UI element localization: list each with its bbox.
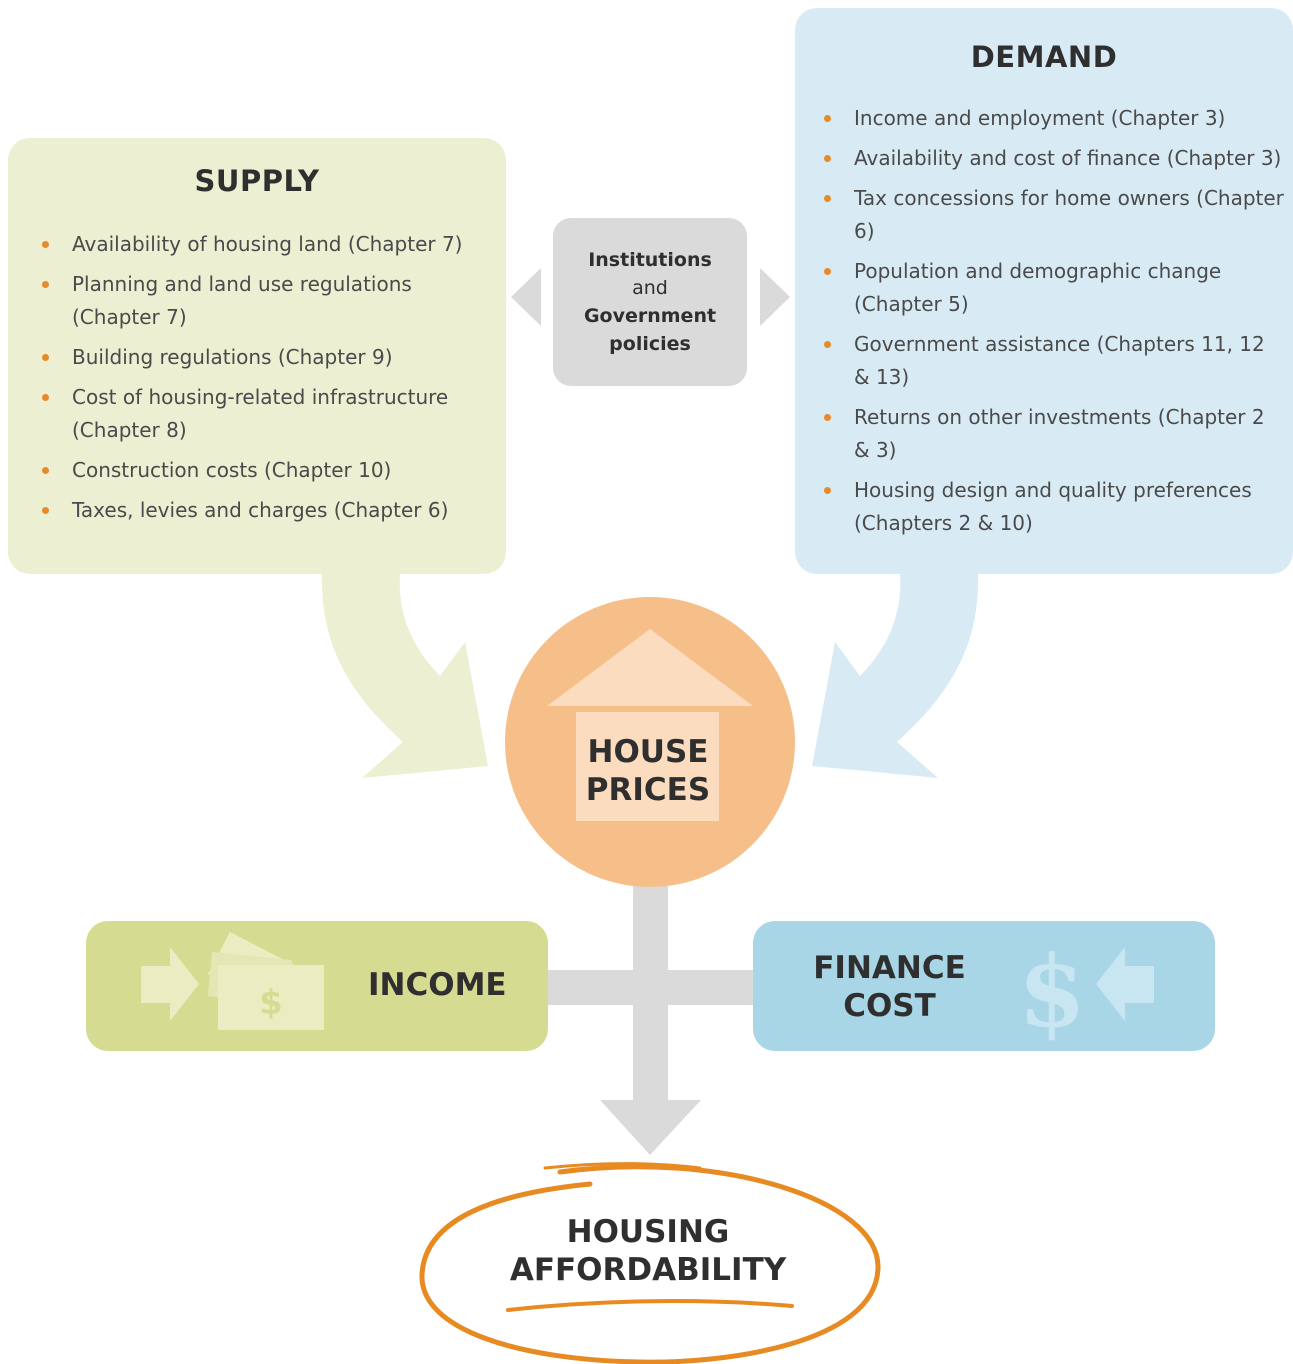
horizontal-connector	[546, 970, 756, 1005]
list-item: Planning and land use regulations (Chapt…	[42, 268, 492, 334]
affordability-ellipse	[419, 1162, 881, 1364]
demand-list: Income and employment (Chapter 3) Availa…	[824, 102, 1286, 547]
institutions-box: Institutions and Government policies	[553, 218, 747, 386]
institutions-line4: policies	[609, 333, 691, 355]
institutions-left-arrow	[511, 268, 541, 326]
banknotes-icon: $	[208, 932, 324, 1030]
list-item: Building regulations (Chapter 9)	[42, 341, 492, 374]
demand-to-prices-arrow	[812, 572, 979, 778]
supply-list: Availability of housing land (Chapter 7)…	[42, 228, 492, 534]
income-label: INCOME	[368, 967, 507, 1003]
list-item: Taxes, levies and charges (Chapter 6)	[42, 494, 492, 527]
house-prices-line2: PRICES	[585, 772, 711, 808]
income-arrow-icon	[141, 947, 199, 1021]
house-prices-line1: HOUSE	[587, 734, 709, 770]
affordability-line2: AFFORDABILITY	[509, 1252, 787, 1288]
list-item: Government assistance (Chapters 11, 12 &…	[824, 328, 1286, 394]
house-prices-label: HOUSE PRICES	[576, 722, 720, 820]
institutions-line1: Institutions	[588, 249, 712, 271]
finance-pill	[753, 921, 1215, 1051]
demand-box: DEMAND Income and employment (Chapter 3)…	[795, 8, 1293, 574]
dollar-icon: $	[1018, 935, 1086, 1050]
housing-affordability-label: HOUSING AFFORDABILITY	[498, 1213, 798, 1289]
finance-arrow-icon	[1096, 947, 1154, 1021]
list-item: Availability of housing land (Chapter 7)	[42, 228, 492, 261]
supply-to-prices-arrow	[321, 572, 488, 778]
finance-cost-line1: FINANCE	[813, 950, 966, 986]
finance-cost-line2: COST	[843, 988, 936, 1024]
list-item: Cost of housing-related infrastructure (…	[42, 381, 492, 447]
affordability-line1: HOUSING	[566, 1214, 730, 1250]
list-item: Housing design and quality preferences (…	[824, 474, 1286, 540]
demand-title: DEMAND	[970, 40, 1118, 74]
list-item: Availability and cost of finance (Chapte…	[824, 142, 1286, 175]
list-item: Income and employment (Chapter 3)	[824, 102, 1286, 135]
finance-cost-label: FINANCE COST	[802, 949, 977, 1025]
list-item: Tax concessions for home owners (Chapter…	[824, 182, 1286, 248]
institutions-line2: and	[632, 277, 668, 299]
house-icon	[547, 629, 753, 821]
list-item: Returns on other investments (Chapter 2 …	[824, 401, 1286, 467]
institutions-right-arrow	[760, 268, 790, 326]
list-item: Construction costs (Chapter 10)	[42, 454, 492, 487]
svg-text:$: $	[259, 983, 283, 1023]
supply-title: SUPPLY	[194, 164, 320, 198]
list-item: Population and demographic change (Chapt…	[824, 255, 1286, 321]
down-arrow-head	[600, 1100, 701, 1155]
institutions-line3: Government	[583, 305, 717, 327]
supply-box: SUPPLY Availability of housing land (Cha…	[8, 138, 506, 574]
